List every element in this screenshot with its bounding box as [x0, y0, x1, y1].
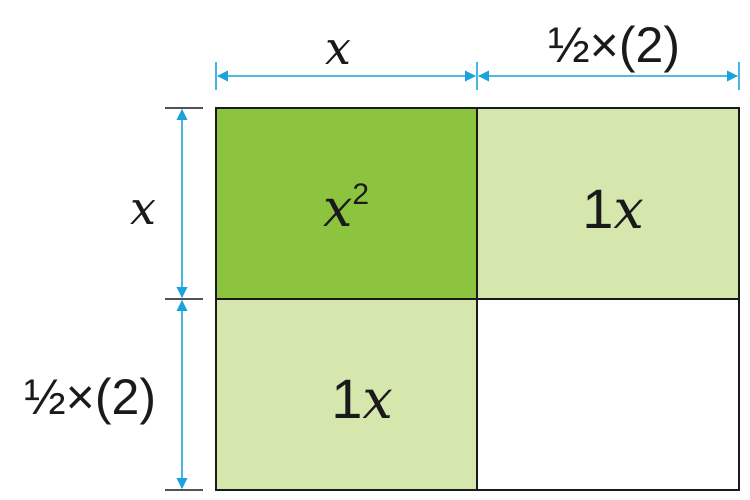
cell-bottom-left	[216, 299, 477, 490]
cell-label-top-right: 1x	[582, 177, 644, 241]
cell-label-bottom-left: 1x	[331, 367, 393, 431]
cell-label-top-left-sup: 2	[352, 178, 369, 211]
cell-label-bottom-left-var: x	[362, 368, 392, 431]
top-dimension-lines	[215, 62, 740, 90]
cell-label-top-right-coef: 1	[582, 177, 613, 240]
cell-label-top-right-var: x	[613, 178, 643, 241]
cell-top-left	[216, 108, 477, 299]
cell-bottom-right	[477, 299, 739, 490]
top-label-right: ½×(2)	[548, 17, 680, 73]
grid-lines	[215, 107, 740, 491]
side-dimension-lines	[165, 107, 203, 491]
side-label-top: x	[130, 181, 156, 235]
top-label-left: x	[325, 21, 351, 75]
cell-label-bottom-left-coef: 1	[331, 367, 362, 430]
cell-top-right	[477, 108, 739, 299]
cell-label-top-left-var: x	[323, 179, 352, 239]
side-label-bottom: ½×(2)	[24, 369, 156, 425]
cell-label-top-left: x2	[323, 178, 369, 239]
